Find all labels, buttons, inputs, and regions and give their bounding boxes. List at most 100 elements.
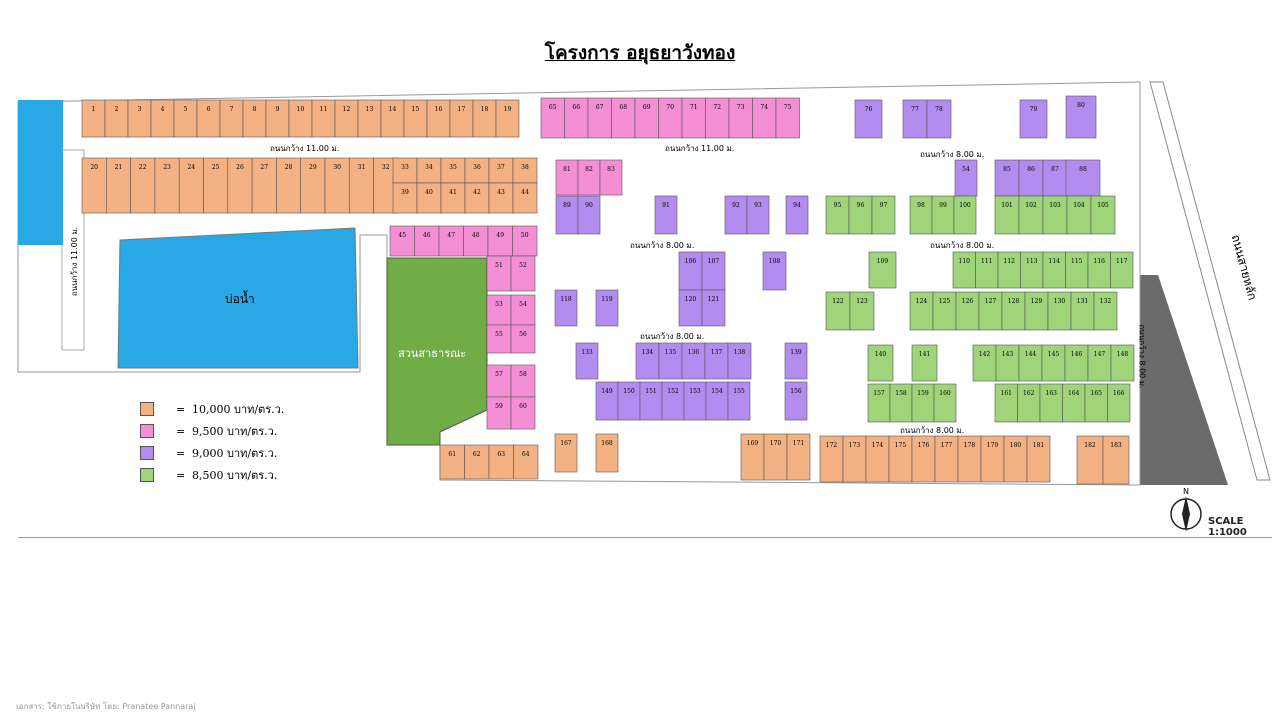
plot-171[interactable] (786, 433, 811, 481)
plot-121[interactable] (701, 289, 726, 327)
plot-28[interactable] (276, 157, 301, 214)
plot-109[interactable] (868, 251, 897, 289)
plot-156[interactable] (784, 381, 808, 421)
plot-132[interactable] (1093, 291, 1118, 331)
plot-57[interactable] (486, 364, 512, 398)
plot-78[interactable] (926, 99, 952, 139)
plot-54[interactable] (510, 294, 536, 326)
plot-182[interactable] (1076, 435, 1104, 485)
plot-26[interactable] (227, 157, 253, 214)
plot-48[interactable] (463, 225, 489, 257)
plot-53[interactable] (486, 294, 512, 326)
plot-103[interactable] (1042, 195, 1068, 235)
plot-133[interactable] (575, 342, 599, 380)
plot-85[interactable] (994, 159, 1020, 197)
plot-20[interactable] (81, 157, 107, 214)
plot-number: 54 (962, 166, 970, 173)
plot-number: 93 (754, 202, 762, 209)
plot-50[interactable] (512, 225, 538, 257)
plot-60[interactable] (510, 396, 536, 430)
plot-number: 22 (139, 164, 147, 171)
plot-181[interactable] (1026, 435, 1051, 483)
plot-55[interactable] (486, 324, 512, 354)
plot-87[interactable] (1042, 159, 1068, 197)
plot-21[interactable] (106, 157, 131, 214)
plot-number: 44 (521, 189, 529, 196)
plot-140[interactable] (867, 344, 894, 382)
plot-49[interactable] (487, 225, 513, 257)
plot-number: 174 (872, 442, 884, 449)
plot-24[interactable] (178, 157, 204, 214)
plot-42[interactable] (464, 182, 490, 214)
plot-63[interactable] (488, 444, 514, 480)
plot-30[interactable] (324, 157, 350, 214)
plot-97[interactable] (871, 195, 896, 235)
plot-number: 61 (448, 451, 456, 458)
plot-119[interactable] (595, 289, 619, 327)
plot-86[interactable] (1018, 159, 1044, 197)
plot-148[interactable] (1110, 344, 1135, 382)
plot-168[interactable] (595, 433, 619, 473)
plot-83[interactable] (599, 159, 623, 196)
plot-43[interactable] (488, 182, 514, 214)
plot-100[interactable] (953, 195, 977, 235)
plot-31[interactable] (348, 157, 374, 214)
plot-39[interactable] (392, 182, 418, 214)
plot-90[interactable] (577, 195, 601, 235)
plot-80[interactable] (1065, 95, 1097, 139)
plot-93[interactable] (746, 195, 770, 235)
plot-139[interactable] (784, 342, 808, 380)
plot-105[interactable] (1090, 195, 1116, 235)
plot-102[interactable] (1018, 195, 1044, 235)
plot-62[interactable] (464, 444, 490, 480)
legend-item: = 9,500 บาท/ตร.ว. (140, 420, 284, 442)
plot-117[interactable] (1110, 251, 1134, 289)
park-label: สวนสาธารณะ (398, 347, 467, 360)
plot-number: 139 (790, 349, 802, 356)
plot-167[interactable] (554, 433, 578, 473)
plot-25[interactable] (203, 157, 229, 214)
plot-51[interactable] (486, 255, 512, 292)
plot-101[interactable] (994, 195, 1020, 235)
plot-23[interactable] (154, 157, 180, 214)
plot-56[interactable] (510, 324, 536, 354)
plot-41[interactable] (440, 182, 466, 214)
plot-138[interactable] (727, 342, 752, 380)
plot-35[interactable] (440, 157, 466, 184)
plot-166[interactable] (1107, 383, 1131, 423)
legend: = 10,000 บาท/ตร.ว. = 9,500 บาท/ตร.ว. = 9… (140, 398, 284, 486)
plot-59[interactable] (486, 396, 512, 430)
plot-46[interactable] (414, 225, 440, 257)
plot-122[interactable] (825, 291, 851, 331)
plot-22[interactable] (130, 157, 156, 214)
plot-number: 109 (877, 258, 889, 265)
plot-number: 103 (1049, 202, 1061, 209)
plot-47[interactable] (438, 225, 464, 257)
plot-number: 9 (276, 106, 280, 113)
plot-79[interactable] (1019, 99, 1048, 139)
plot-94[interactable] (785, 195, 809, 235)
plot-141[interactable] (911, 344, 938, 382)
plot-27[interactable] (251, 157, 277, 214)
plot-183[interactable] (1102, 435, 1130, 485)
plot-58[interactable] (510, 364, 536, 398)
plot-40[interactable] (416, 182, 442, 214)
plot-155[interactable] (727, 381, 751, 421)
plot-45[interactable] (389, 225, 415, 257)
plot-44[interactable] (512, 182, 538, 214)
plot-108[interactable] (762, 251, 787, 291)
plot-61[interactable] (439, 444, 465, 480)
plot-88[interactable] (1065, 159, 1101, 197)
plot-52[interactable] (510, 255, 536, 292)
plot-76[interactable] (854, 99, 883, 139)
plot-160[interactable] (933, 383, 957, 423)
plot-77[interactable] (902, 99, 928, 139)
plot-118[interactable] (554, 289, 578, 327)
plot-29[interactable] (300, 157, 326, 214)
plot-64[interactable] (513, 444, 539, 480)
plot-19[interactable] (495, 99, 520, 138)
plot-75[interactable] (775, 97, 800, 139)
plot-91[interactable] (654, 195, 678, 235)
plot-33[interactable] (392, 157, 418, 184)
plot-123[interactable] (849, 291, 875, 331)
